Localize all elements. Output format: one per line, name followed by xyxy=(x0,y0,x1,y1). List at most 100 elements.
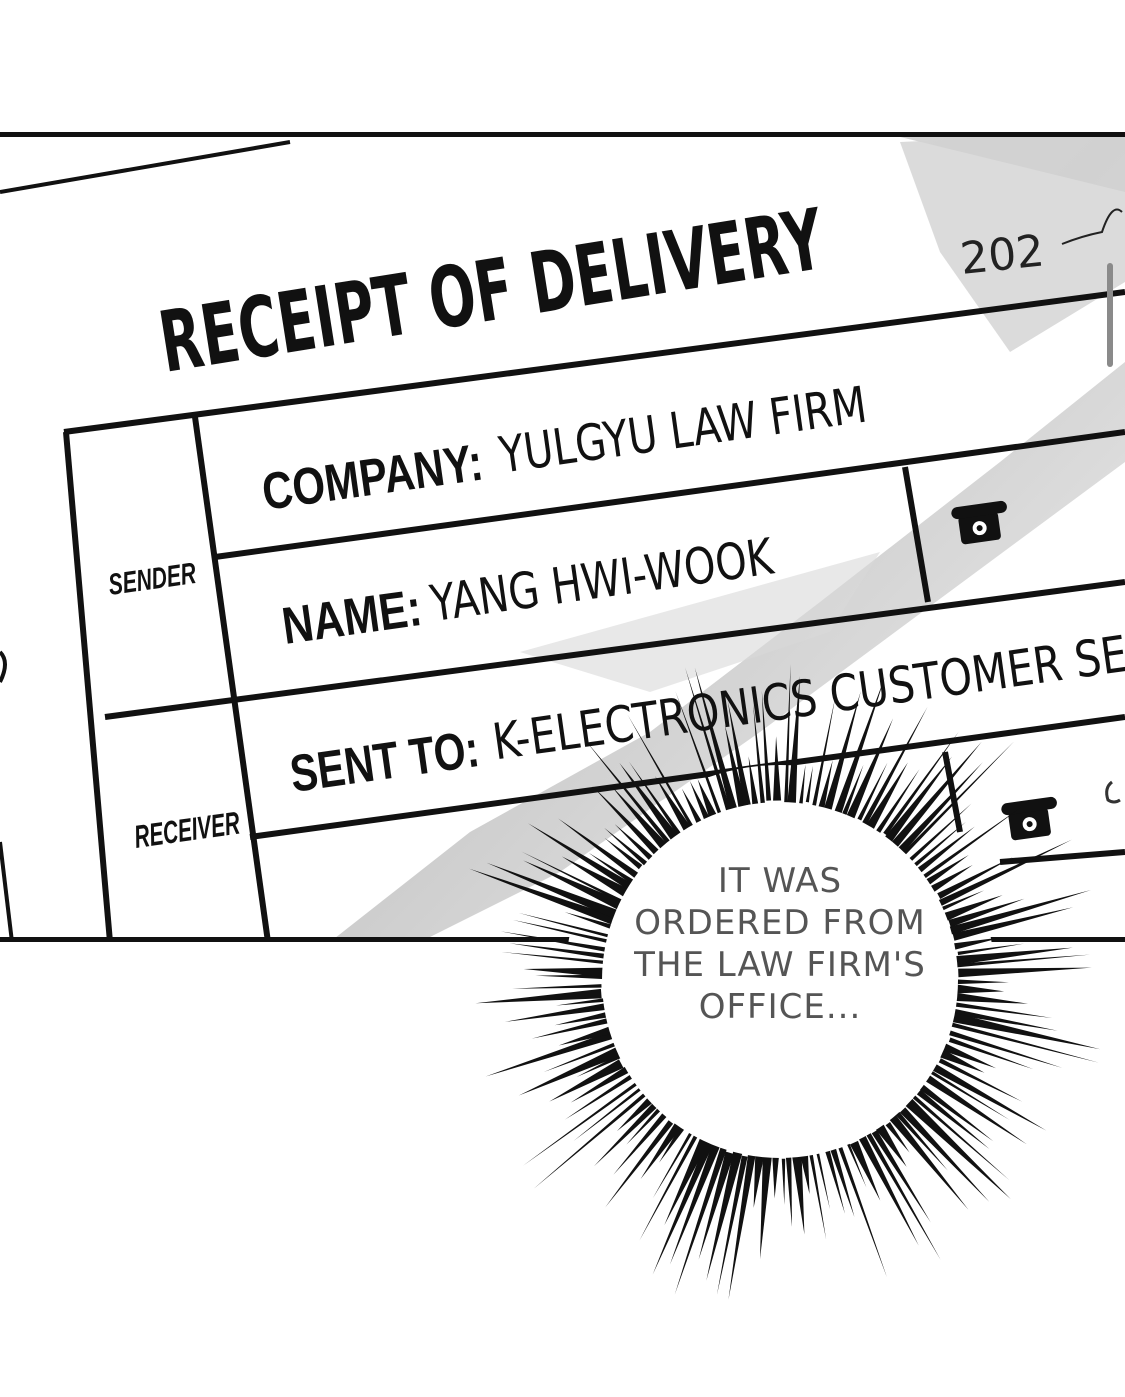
burst-spike xyxy=(485,1031,614,1077)
burst-spike xyxy=(652,1138,715,1275)
burst-spike xyxy=(838,1147,888,1278)
burst-spike xyxy=(518,1047,620,1096)
burst-spike xyxy=(521,851,626,905)
burst-spike xyxy=(948,1021,1100,1063)
burst-spike xyxy=(728,1152,756,1300)
burst-spike xyxy=(531,1017,610,1039)
burst-spike xyxy=(828,1141,855,1218)
date-scribble xyxy=(1061,208,1123,245)
burst-spike xyxy=(786,676,800,811)
burst-spike xyxy=(926,1068,1010,1120)
burst-spike xyxy=(846,718,894,819)
burst-spike xyxy=(946,937,1003,952)
burst-spike xyxy=(871,769,920,840)
burst-spike xyxy=(561,856,632,899)
burst-spike xyxy=(759,1152,773,1260)
burst-spike xyxy=(716,1155,748,1296)
burst-spike xyxy=(946,1029,1063,1068)
burst-spike xyxy=(824,1146,845,1214)
burst-spike xyxy=(958,967,1092,978)
burst-spike xyxy=(706,1150,743,1281)
burst-spike xyxy=(952,992,1028,1004)
burst-spike xyxy=(797,764,806,812)
burst-spike xyxy=(694,667,739,814)
burst-spike xyxy=(939,890,985,912)
burst-spike xyxy=(685,667,731,811)
burst-spike xyxy=(849,1140,881,1201)
burst-spike xyxy=(698,1151,734,1260)
burst-spike xyxy=(898,762,983,853)
burst-spike xyxy=(792,1156,805,1235)
burst-spike xyxy=(605,1120,674,1208)
burst-spike xyxy=(522,1082,638,1166)
burst-spike xyxy=(954,984,1005,994)
scrollbar[interactable] xyxy=(1107,263,1113,367)
burst-spike xyxy=(475,988,602,1004)
bubble-line: OFFICE... xyxy=(698,987,862,1027)
burst-spike xyxy=(916,1089,990,1149)
burst-spike xyxy=(952,907,1074,941)
burst-spike xyxy=(908,1091,1010,1180)
burst-spike xyxy=(884,756,953,843)
burst-spike xyxy=(523,860,622,910)
burst-spike xyxy=(823,691,861,812)
burst-spike xyxy=(486,862,624,922)
cut-off-mark xyxy=(1105,780,1121,804)
phone-icon xyxy=(951,500,1007,545)
burst-spike xyxy=(570,1065,631,1103)
burst-spike xyxy=(784,664,791,807)
burst-spike xyxy=(955,979,1009,985)
left-edge-line xyxy=(0,841,14,942)
paper-edge-line xyxy=(0,140,291,194)
burst-spike xyxy=(619,762,680,843)
burst-spike xyxy=(761,690,772,801)
burst-spike xyxy=(639,1129,701,1241)
burst-spike xyxy=(669,1140,722,1265)
bubble-line: THE LAW FIRM'S xyxy=(634,945,926,985)
burst-spike xyxy=(912,826,975,877)
burst-spike xyxy=(616,1092,658,1132)
burst-spike xyxy=(664,1134,711,1226)
bubble-line: ORDERED FROM xyxy=(634,903,926,943)
burst-spike xyxy=(805,765,813,803)
burst-spike xyxy=(938,1058,1023,1102)
burst-spike xyxy=(859,706,928,830)
comic-panel: RECEIPT OF DELIVERY 202 xyxy=(0,132,1125,942)
burst-spike xyxy=(535,974,607,980)
burst-spike xyxy=(951,947,1073,966)
burst-spike xyxy=(640,1122,683,1179)
burst-spike xyxy=(626,1107,662,1145)
burst-spike xyxy=(501,952,605,965)
burst-spike xyxy=(573,1084,646,1141)
burst-spike xyxy=(558,1026,613,1046)
burst-spike xyxy=(773,736,782,801)
burst-spike xyxy=(916,1081,994,1142)
burst-spike xyxy=(903,741,1014,855)
burst-spike xyxy=(613,1108,671,1175)
phone-icon xyxy=(1001,796,1057,841)
burst-spike xyxy=(933,839,1073,909)
burst-spike xyxy=(675,691,722,815)
burst-spike xyxy=(948,1037,1034,1070)
burst-spike xyxy=(659,1124,686,1163)
burst-spike xyxy=(558,818,643,882)
burst-spike xyxy=(943,895,1003,922)
burst-spike xyxy=(533,1092,648,1189)
burst-spike xyxy=(604,827,653,870)
receipt-art: RECEIPT OF DELIVERY 202 xyxy=(0,132,1125,942)
burst-spike xyxy=(928,865,973,894)
burst-spike xyxy=(592,785,659,855)
burst-spike xyxy=(681,788,704,828)
burst-spike xyxy=(887,1111,969,1210)
burst-spike xyxy=(500,931,608,953)
burst-spike xyxy=(866,1133,941,1260)
burst-spike xyxy=(938,1041,997,1069)
burst-spike xyxy=(883,731,959,836)
burst-spike xyxy=(917,806,1022,883)
burst-spike xyxy=(652,1130,694,1199)
burst-spike xyxy=(785,1156,792,1227)
burst-spike xyxy=(527,823,637,893)
burst-spike xyxy=(689,780,712,824)
burst-spike xyxy=(899,1107,990,1202)
burst-spike xyxy=(753,1152,765,1208)
